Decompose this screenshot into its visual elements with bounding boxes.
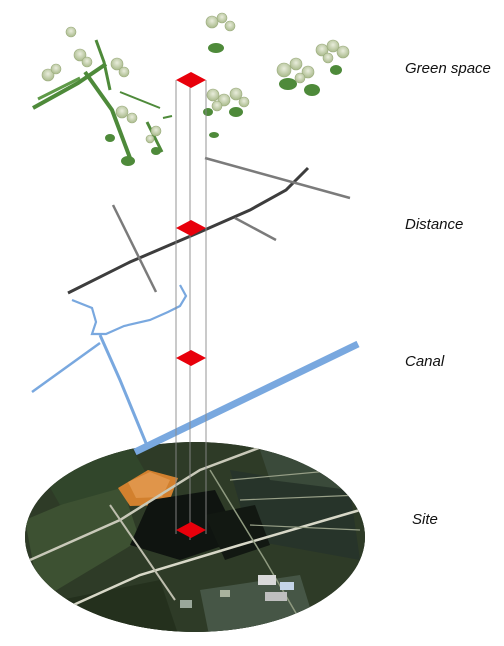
marker-green-space (176, 72, 206, 88)
distance-layer (67, 156, 351, 295)
canal-layer (31, 284, 360, 456)
label-site: Site (412, 511, 438, 528)
marker-site (176, 522, 206, 538)
marker-canal (176, 350, 206, 366)
canal-main-channel (98, 334, 150, 449)
site-aerial-image (25, 442, 365, 632)
canal-left-branch (31, 341, 101, 394)
label-canal: Canal (405, 353, 445, 370)
site-layer (25, 442, 365, 632)
green-space-layer (32, 12, 350, 166)
marker-distance (176, 220, 206, 236)
road-primary (67, 166, 310, 295)
connector-lines (175, 80, 207, 540)
canal-upper-meander (71, 284, 188, 336)
location-markers (176, 72, 206, 538)
label-distance: Distance (405, 216, 464, 233)
label-green-space: Green space (405, 60, 491, 77)
road-secondary-left (111, 204, 158, 293)
road-secondary-right (234, 216, 277, 242)
road-secondary-top (204, 156, 351, 200)
canal-wide-channel (133, 340, 360, 456)
